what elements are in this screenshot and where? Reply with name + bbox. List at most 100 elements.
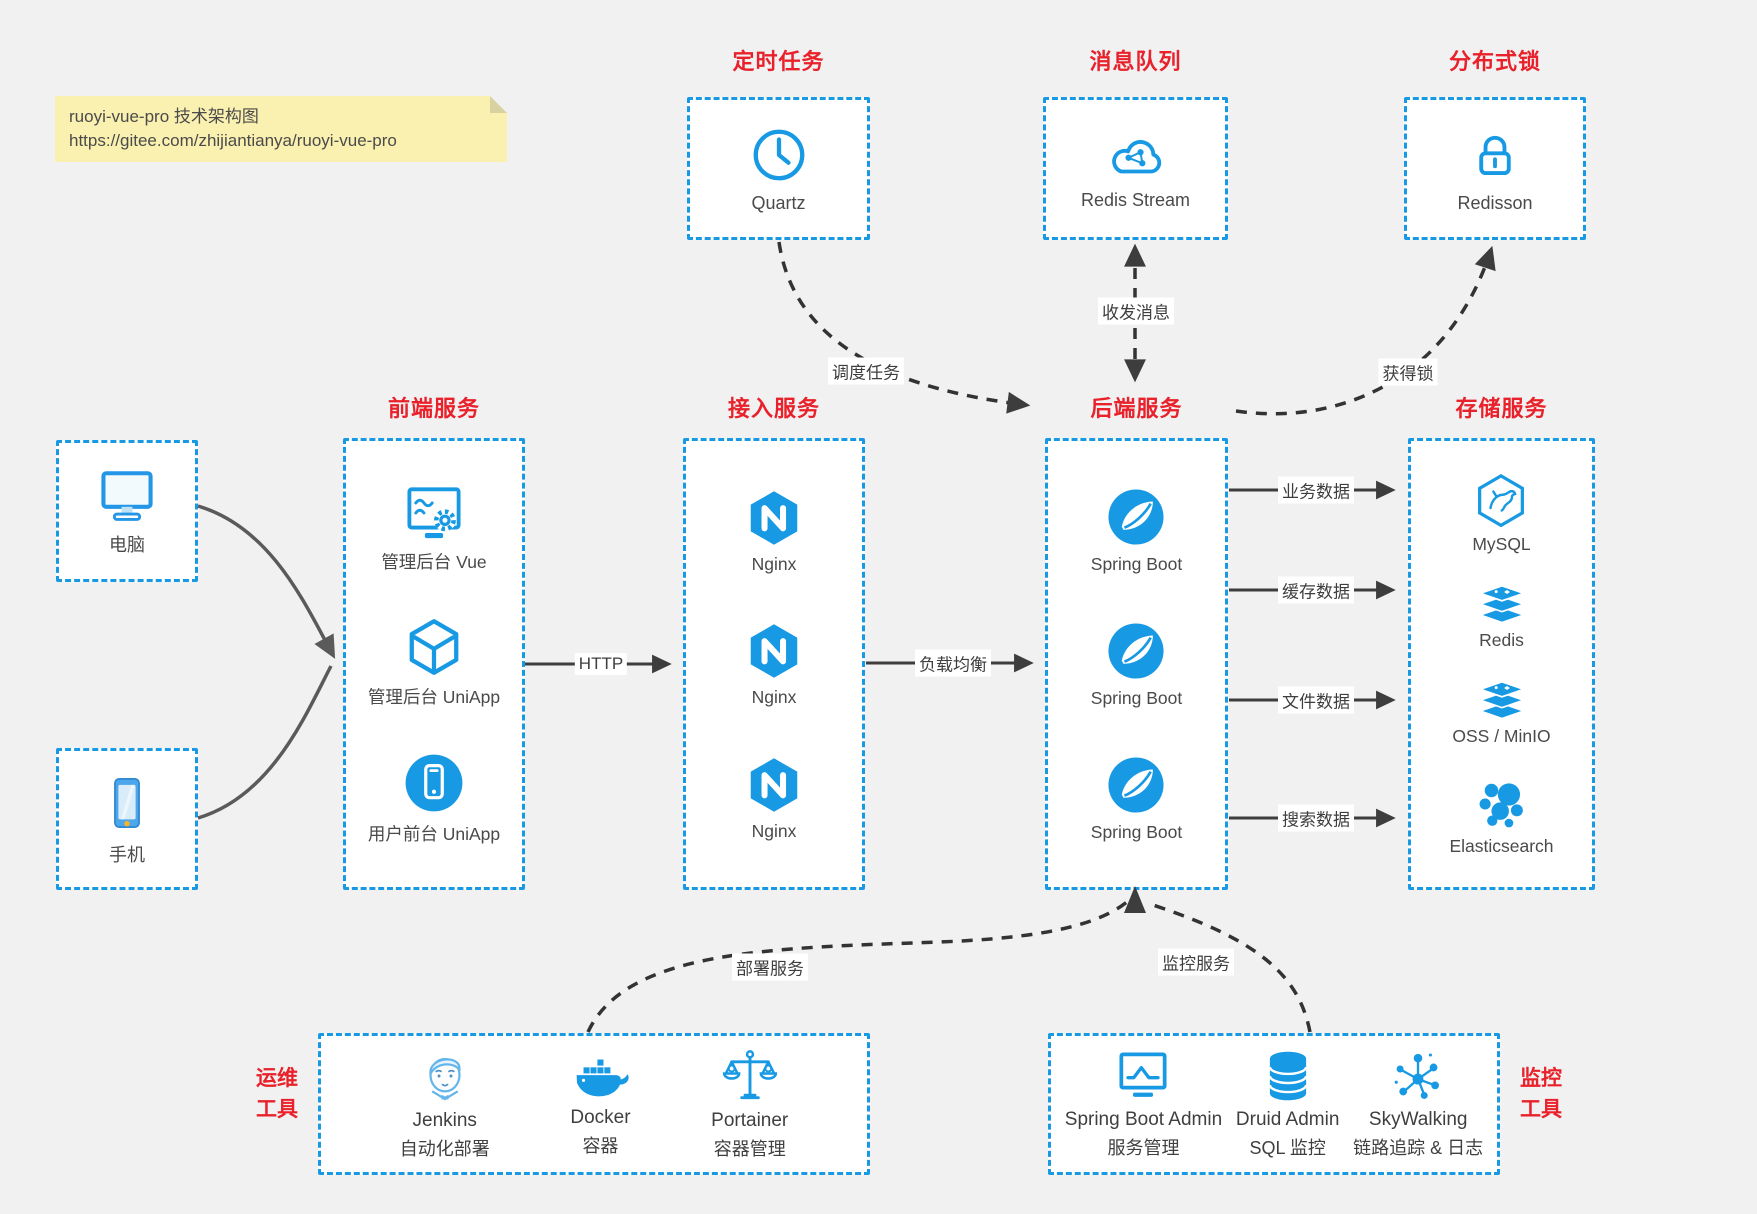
client-label: 手机 <box>109 844 145 865</box>
group-box-distributed-lock: Redisson <box>1404 97 1586 240</box>
node-oss-minio: OSS / MinIO <box>1452 681 1551 747</box>
node-label: Redisson <box>1457 192 1533 213</box>
elasticsearch-icon <box>1480 783 1524 828</box>
edge-label-message: 收发消息 <box>1098 297 1174 325</box>
group-box-storage: MySQL Redis <box>1408 438 1595 890</box>
node-docker: Docker 容器 <box>568 1050 632 1158</box>
node-label: Quartz <box>751 192 806 213</box>
edge-label-lock: 获得锁 <box>1378 358 1438 386</box>
docker-icon <box>577 1059 630 1097</box>
group-box-monitoring-tools: Spring Boot Admin 服务管理 Druid Admin SQL 监… <box>1048 1033 1500 1175</box>
node-label: Elasticsearch <box>1449 836 1554 856</box>
group-title-scheduled-task: 定时任务 <box>732 49 825 74</box>
node-redisson: Redisson <box>1457 124 1533 214</box>
side-label-line: 工具 <box>1520 1098 1562 1121</box>
node-label: Nginx <box>751 553 797 574</box>
node-label: 用户前台 UniApp <box>367 824 501 844</box>
group-title-frontend: 前端服务 <box>387 396 480 421</box>
side-label-ops: 运维 工具 <box>246 1063 308 1125</box>
node-mysql: MySQL <box>1472 471 1531 555</box>
node-springboot-1: Spring Boot <box>1091 485 1182 575</box>
node-elasticsearch: Elasticsearch <box>1449 777 1554 857</box>
group-title-access: 接入服务 <box>727 396 820 421</box>
client-box-mobile: 手机 <box>56 748 198 890</box>
node-label: Redis <box>1479 630 1524 650</box>
group-title-storage: 存储服务 <box>1455 396 1548 421</box>
node-springboot-3: Spring Boot <box>1091 753 1182 843</box>
edge-label-schedule: 调度任务 <box>828 357 904 385</box>
side-label-monitoring: 监控 工具 <box>1510 1063 1572 1125</box>
side-label-line: 工具 <box>256 1098 298 1121</box>
mobile-app-icon <box>405 754 463 812</box>
portainer-icon <box>722 1050 777 1100</box>
group-title-message-queue: 消息队列 <box>1089 49 1182 74</box>
edge-label-cache-data: 缓存数据 <box>1278 576 1354 604</box>
node-label: Nginx <box>751 687 797 707</box>
node-label: Spring Boot <box>1090 822 1183 842</box>
spring-boot-icon <box>1108 757 1165 813</box>
group-box-access: Nginx Nginx Nginx <box>683 438 865 890</box>
tool-desc: 容器管理 <box>713 1139 786 1159</box>
edge-pc-to-frontend <box>197 504 336 659</box>
node-label: 管理后台 Vue <box>381 552 487 572</box>
edge-label-business-data: 业务数据 <box>1278 476 1354 504</box>
node-jenkins: Jenkins 自动化部署 <box>400 1047 490 1161</box>
node-admin-uniapp: 管理后台 UniApp <box>368 615 500 709</box>
node-label: Spring Boot <box>1090 688 1183 708</box>
group-box-frontend: 管理后台 Vue 管理后台 UniApp 用户前台 UniApp <box>343 438 525 890</box>
side-label-line: 运维 <box>256 1067 298 1090</box>
tool-desc: 服务管理 <box>1107 1138 1180 1158</box>
node-redis-stream: Redis Stream <box>1081 127 1190 211</box>
nginx-icon <box>750 490 798 545</box>
edge-lock <box>1235 245 1496 416</box>
nginx-icon <box>750 624 798 678</box>
nginx-icon <box>750 757 798 812</box>
group-title-backend: 后端服务 <box>1090 396 1183 421</box>
spring-boot-icon <box>1108 623 1165 679</box>
side-label-line: 监控 <box>1520 1067 1562 1090</box>
group-box-scheduled-task: Quartz <box>687 97 870 240</box>
note-url: https://gitee.com/zhijiantianya/ruoyi-vu… <box>69 131 397 150</box>
tool-name: Druid Admin <box>1235 1109 1340 1130</box>
cube-icon <box>409 619 459 675</box>
client-box-pc: 电脑 <box>56 440 198 582</box>
node-user-uniapp: 用户前台 UniApp <box>368 750 500 846</box>
edge-deploy <box>586 899 1130 1033</box>
node-quartz: Quartz <box>748 124 810 214</box>
edge-label-monitor: 监控服务 <box>1158 948 1234 976</box>
node-label: OSS / MinIO <box>1452 726 1551 746</box>
node-label: Spring Boot <box>1090 554 1183 574</box>
tool-desc: 容器 <box>582 1136 619 1156</box>
group-title-distributed-lock: 分布式锁 <box>1448 49 1541 74</box>
desktop-icon <box>101 470 153 521</box>
edge-label-search-data: 搜索数据 <box>1278 804 1354 832</box>
node-mobile: 手机 <box>99 772 155 867</box>
tool-name: Spring Boot Admin <box>1064 1109 1223 1130</box>
edge-label-deploy: 部署服务 <box>732 953 808 981</box>
redis-stack-icon <box>1477 585 1526 624</box>
lock-icon <box>1479 135 1511 175</box>
client-label: 电脑 <box>109 534 145 555</box>
clock-icon <box>753 129 804 180</box>
node-label: MySQL <box>1472 534 1531 554</box>
edge-merge-arrowhead <box>1124 886 1146 913</box>
sticky-note: ruoyi-vue-pro 技术架构图 https://gitee.com/zh… <box>55 96 507 162</box>
edge-mobile-to-frontend <box>197 665 333 820</box>
note-title: ruoyi-vue-pro 技术架构图 <box>69 107 259 126</box>
node-spring-boot-admin: Spring Boot Admin 服务管理 <box>1065 1048 1222 1160</box>
node-nginx-3: Nginx <box>743 754 805 842</box>
node-nginx-1: Nginx <box>743 487 805 575</box>
node-pc: 电脑 <box>94 466 160 557</box>
node-springboot-2: Spring Boot <box>1091 619 1182 709</box>
node-redis: Redis <box>1472 585 1532 651</box>
tool-name: Portainer <box>711 1110 789 1131</box>
tool-desc: 自动化部署 <box>399 1139 490 1159</box>
node-label: Nginx <box>751 820 797 841</box>
node-label: 管理后台 UniApp <box>367 687 501 707</box>
tool-desc: SQL 监控 <box>1249 1138 1326 1158</box>
node-nginx-2: Nginx <box>743 620 805 708</box>
edge-label-http: HTTP <box>574 653 628 675</box>
edge-label-load-balance: 负载均衡 <box>915 649 991 677</box>
node-skywalking: SkyWalking 链路追踪 & 日志 <box>1353 1048 1483 1160</box>
